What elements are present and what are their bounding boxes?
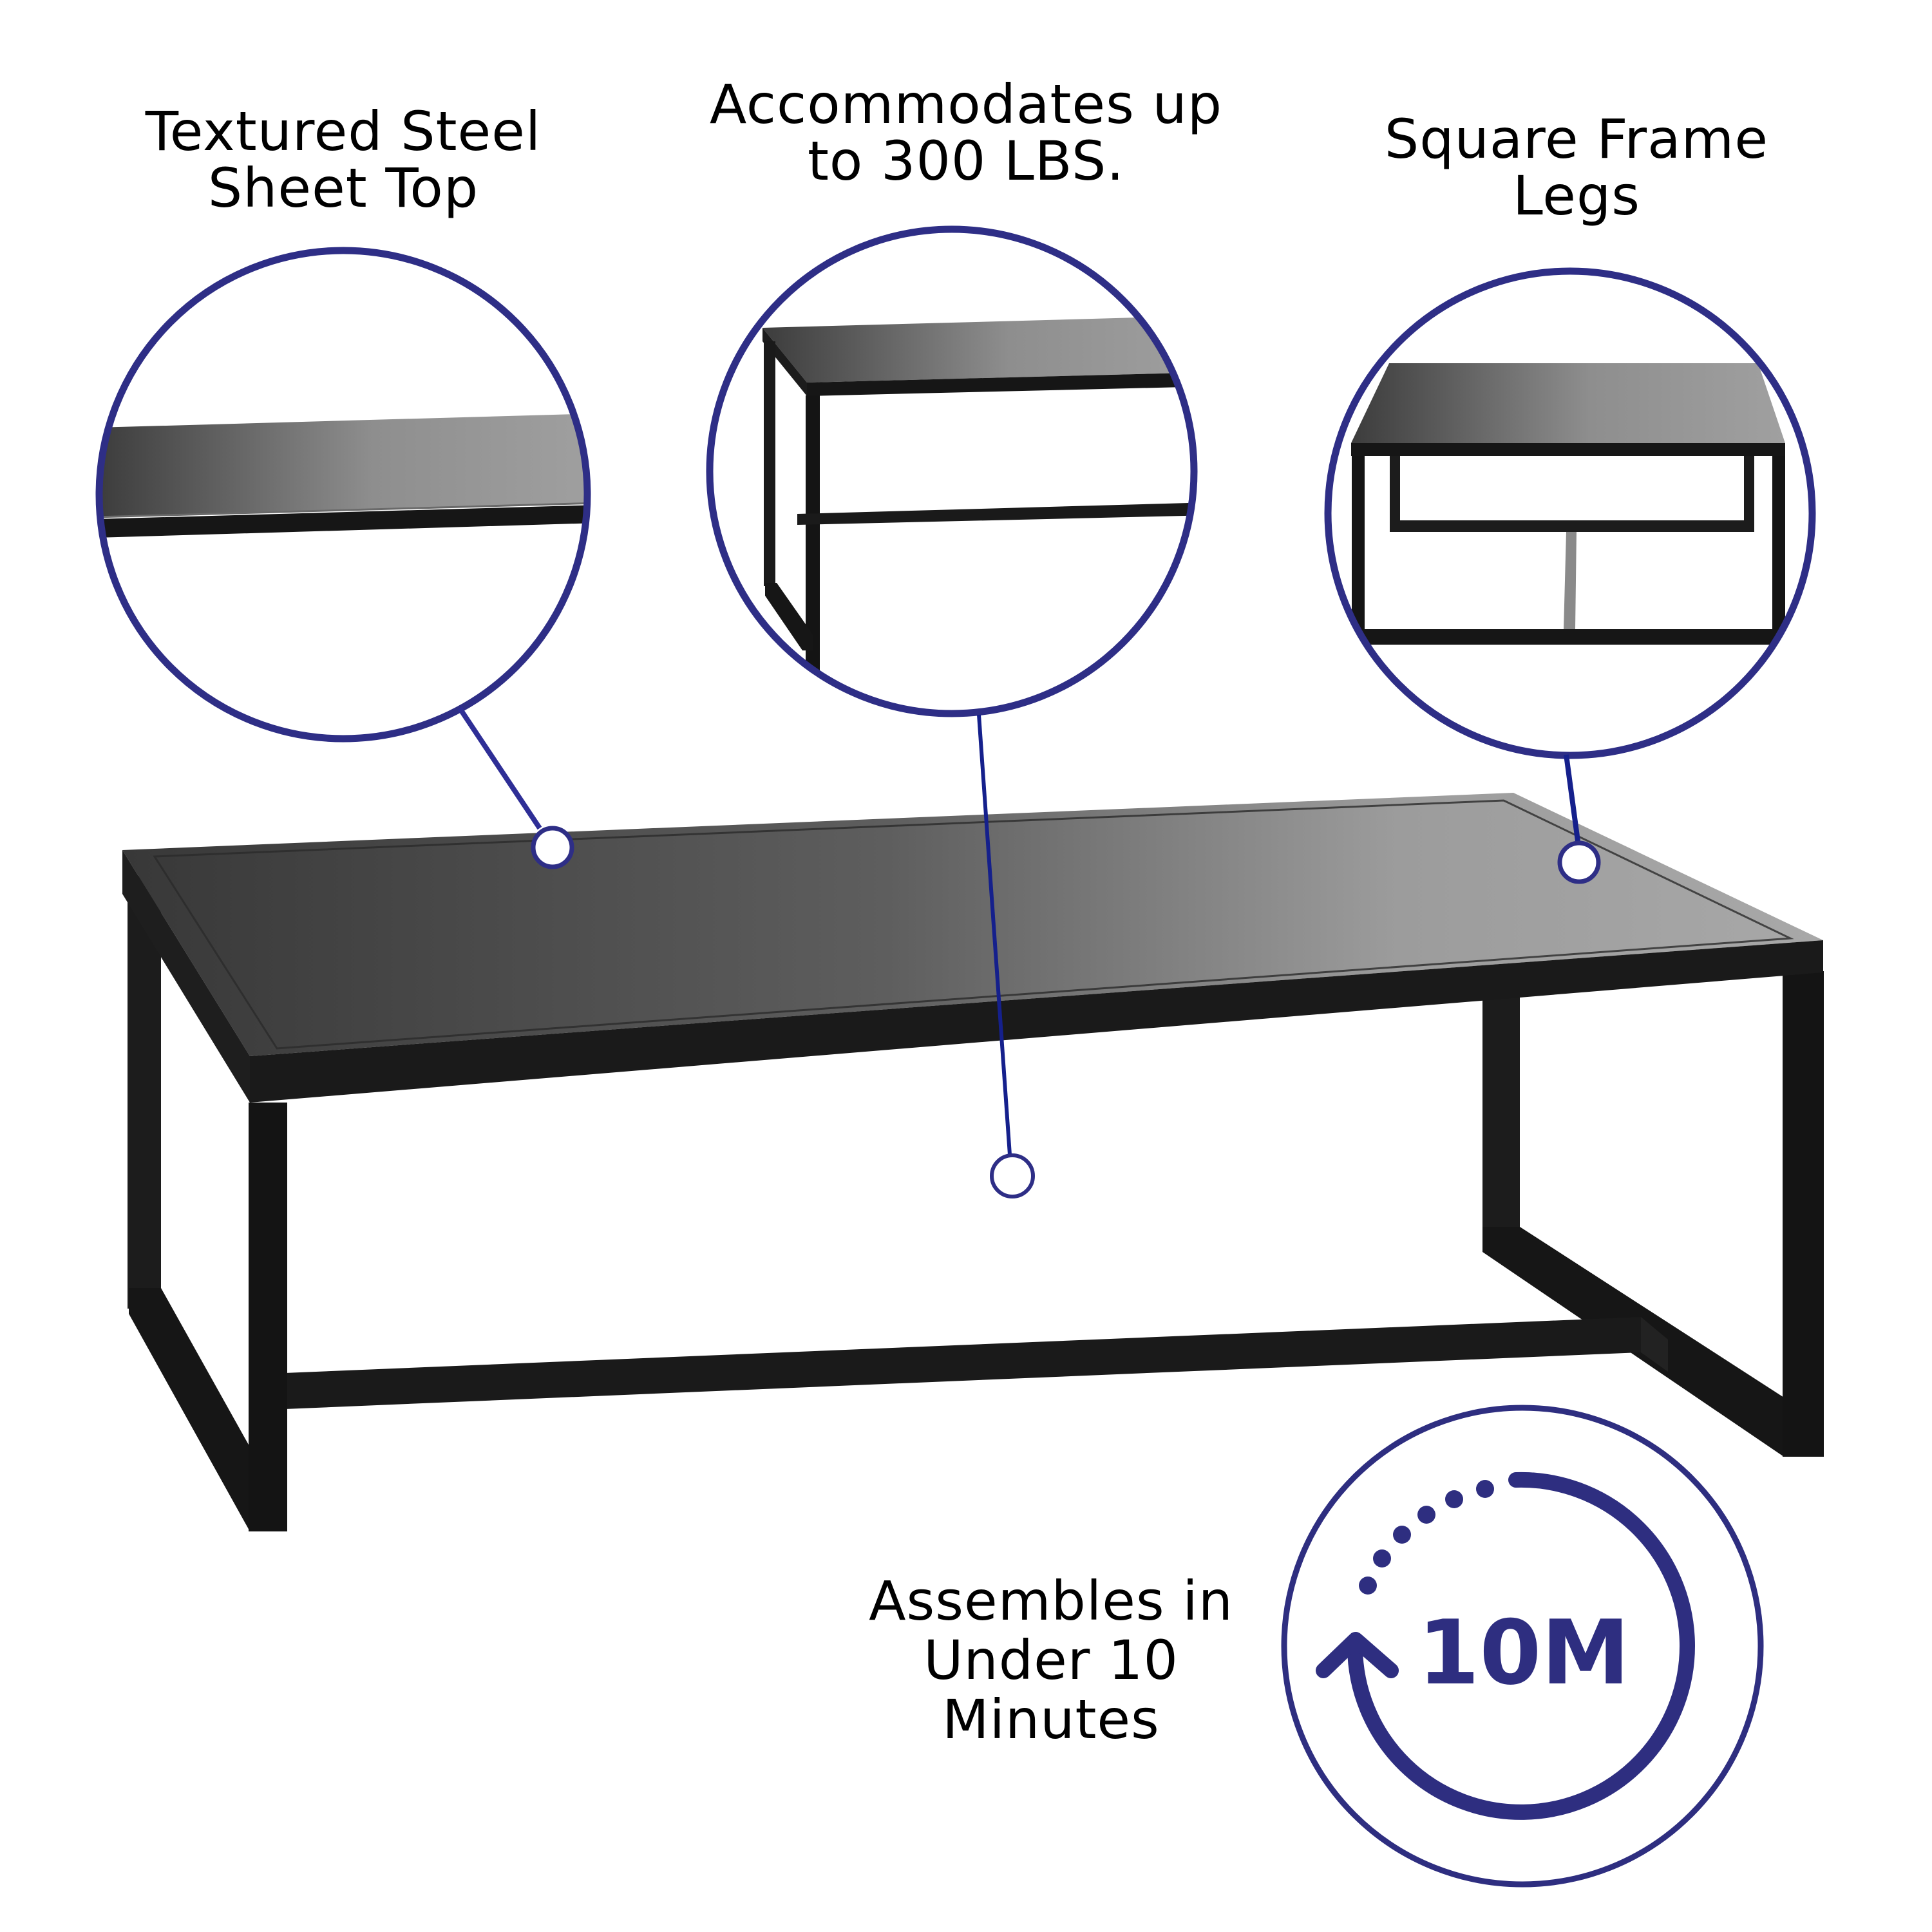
clockwise-timer-arrow-icon bbox=[1347, 1472, 1695, 1820]
callout-title-line: Legs bbox=[1512, 164, 1641, 227]
pointer-dot-weight-capacity bbox=[990, 1153, 1035, 1198]
assembly-title-line: Minutes bbox=[942, 1688, 1160, 1751]
pointer-line-textured-top bbox=[457, 706, 542, 830]
callout-title-line: Sheet Top bbox=[207, 156, 479, 220]
assembly-title-line: Under 10 bbox=[923, 1629, 1179, 1692]
dotted-trail-icon bbox=[1359, 1480, 1494, 1595]
callout-title-line: Square Frame bbox=[1384, 108, 1769, 171]
zoom-circle-textured-top bbox=[95, 247, 591, 743]
callout-title-weight-capacity: Accommodates up to 300 LBS. bbox=[644, 76, 1288, 189]
arrowhead-icon bbox=[1316, 1632, 1399, 1678]
zoom-circle-weight-capacity bbox=[706, 225, 1198, 717]
callout-title-square-legs: Square Frame Legs bbox=[1319, 111, 1834, 224]
callout-weight-capacity bbox=[706, 225, 1198, 1198]
pointer-dot-textured-top bbox=[531, 826, 574, 869]
zoom-circle-square-legs bbox=[1324, 267, 1816, 759]
assembly-time-badge: 10M bbox=[1281, 1405, 1764, 1888]
pointer-dot-square-legs bbox=[1557, 840, 1601, 884]
pointer-line-square-legs bbox=[1564, 754, 1580, 842]
callout-title-line: to 300 LBS. bbox=[807, 129, 1125, 193]
assembly-title-line: Assembles in bbox=[869, 1569, 1233, 1633]
callout-textured-top bbox=[95, 247, 591, 869]
pointer-line-weight-capacity bbox=[977, 714, 1012, 1155]
badge-text: 10M bbox=[1417, 1601, 1629, 1705]
callout-square-legs bbox=[1324, 267, 1816, 884]
assembly-time-title: Assembles in Under 10 Minutes bbox=[793, 1571, 1309, 1749]
callout-title-line: Textured Steel bbox=[145, 100, 542, 163]
callout-title-line: Accommodates up bbox=[709, 73, 1223, 136]
callout-title-textured-top: Textured Steel Sheet Top bbox=[86, 103, 601, 216]
